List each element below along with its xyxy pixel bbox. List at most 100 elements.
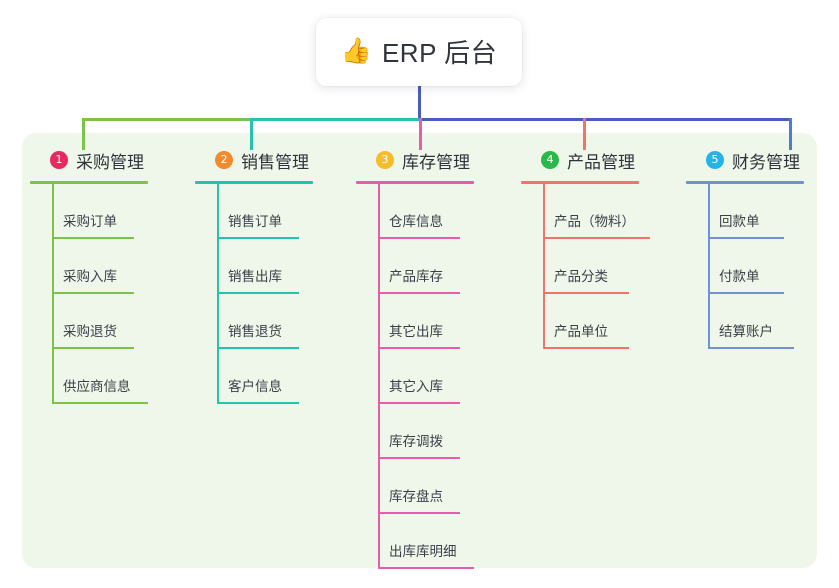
list-item-underline (52, 292, 134, 294)
column-items: 采购订单采购入库采购退货供应商信息 (30, 184, 148, 404)
column-title: 库存管理 (402, 152, 470, 172)
connector-drop-5 (789, 118, 792, 150)
list-item-label: 采购订单 (63, 214, 117, 229)
root-node-card[interactable]: 👍 ERP 后台 (316, 18, 522, 86)
list-item-underline (217, 292, 299, 294)
list-item-label: 销售退货 (228, 324, 282, 339)
list-item-underline (378, 347, 460, 349)
list-item[interactable]: 供应商信息 (30, 349, 148, 404)
connector-drop-4 (583, 118, 586, 150)
column-4: 4 产品管理产品（物料） 产品分类产品单位 (521, 147, 650, 349)
list-item-label: 产品分类 (554, 269, 608, 284)
column-spine-line (378, 184, 380, 569)
connector-bar-segment-3 (419, 118, 790, 121)
list-item-underline (378, 292, 460, 294)
column-spine-line (52, 184, 54, 404)
root-node-title: ERP 后台 (381, 37, 498, 68)
list-item-label: 采购入库 (63, 269, 117, 284)
list-item[interactable]: 产品分类 (521, 239, 639, 294)
column-items: 销售订单销售出库销售退货客户信息 (195, 184, 313, 404)
column-header-1[interactable]: 1 采购管理 (30, 147, 148, 173)
column-spine-line (217, 184, 219, 404)
list-item[interactable]: 其它入库 (356, 349, 474, 404)
list-item-label: 库存调拨 (389, 434, 443, 449)
list-item-underline (708, 237, 784, 239)
list-item[interactable]: 采购订单 (30, 184, 148, 239)
connector-bar-segment-2 (250, 118, 419, 121)
column-number-badge: 1 (50, 151, 68, 169)
column-spine-line (708, 184, 710, 349)
list-item-underline (378, 402, 460, 404)
list-item-underline (378, 567, 474, 569)
list-item-underline (543, 292, 629, 294)
list-item-label: 销售订单 (228, 214, 282, 229)
column-header-5[interactable]: 5 财务管理 (686, 147, 804, 173)
list-item[interactable]: 采购退货 (30, 294, 148, 349)
list-item-label: 产品单位 (554, 324, 608, 339)
list-item[interactable]: 销售出库 (195, 239, 313, 294)
column-items: 回款单付款单结算账户 (686, 184, 804, 349)
columns-panel (22, 133, 817, 568)
column-title: 财务管理 (732, 152, 800, 172)
list-item[interactable]: 客户信息 (195, 349, 313, 404)
connector-drop-2 (250, 118, 253, 150)
column-header-4[interactable]: 4 产品管理 (521, 147, 639, 173)
column-5: 5 财务管理回款单付款单结算账户 (686, 147, 804, 349)
list-item[interactable]: 其它出库 (356, 294, 474, 349)
column-1: 1 采购管理采购订单采购入库采购退货供应商信息 (30, 147, 148, 404)
list-item-label: 产品库存 (389, 269, 443, 284)
list-item-underline (217, 402, 299, 404)
column-title-underline (30, 181, 148, 184)
list-item-label: 仓库信息 (389, 214, 443, 229)
list-item-underline (543, 237, 650, 239)
list-item[interactable]: 产品（物料） (521, 184, 650, 239)
column-2: 2 销售管理销售订单销售出库销售退货客户信息 (195, 147, 313, 404)
list-item-underline (52, 402, 148, 404)
list-item-label: 付款单 (719, 269, 760, 284)
connector-drop-3 (419, 118, 422, 150)
list-item-label: 其它入库 (389, 379, 443, 394)
column-number-badge: 5 (706, 151, 724, 169)
connector-drop-1 (82, 118, 85, 150)
column-title: 销售管理 (241, 152, 309, 172)
column-title-underline (521, 181, 639, 184)
list-item[interactable]: 销售订单 (195, 184, 313, 239)
list-item[interactable]: 产品单位 (521, 294, 639, 349)
column-spine-line (543, 184, 545, 349)
column-title-underline (686, 181, 804, 184)
list-item-label: 回款单 (719, 214, 760, 229)
list-item-underline (217, 347, 299, 349)
list-item[interactable]: 采购入库 (30, 239, 148, 294)
list-item-underline (378, 512, 460, 514)
column-title: 采购管理 (76, 152, 144, 172)
list-item[interactable]: 产品库存 (356, 239, 474, 294)
list-item-label: 销售出库 (228, 269, 282, 284)
list-item-underline (217, 237, 299, 239)
list-item[interactable]: 付款单 (686, 239, 804, 294)
list-item[interactable]: 回款单 (686, 184, 804, 239)
column-number-badge: 2 (215, 151, 233, 169)
list-item[interactable]: 库存盘点 (356, 459, 474, 514)
column-number-badge: 4 (541, 151, 559, 169)
list-item-label: 供应商信息 (63, 379, 131, 394)
root-node-content: 👍 ERP 后台 (341, 33, 497, 70)
column-header-2[interactable]: 2 销售管理 (195, 147, 313, 173)
column-items: 仓库信息产品库存其它出库其它入库库存调拨库存盘点出库库明细 (356, 184, 474, 569)
list-item-label: 客户信息 (228, 379, 282, 394)
list-item-underline (52, 237, 134, 239)
column-title-underline (356, 181, 474, 184)
list-item[interactable]: 结算账户 (686, 294, 804, 349)
list-item-label: 其它出库 (389, 324, 443, 339)
list-item-underline (52, 347, 134, 349)
column-header-3[interactable]: 3 库存管理 (356, 147, 474, 173)
list-item[interactable]: 库存调拨 (356, 404, 474, 459)
list-item-underline (378, 237, 460, 239)
list-item[interactable]: 出库库明细 (356, 514, 474, 569)
column-number-badge: 3 (376, 151, 394, 169)
column-title: 产品管理 (567, 152, 635, 172)
list-item[interactable]: 销售退货 (195, 294, 313, 349)
list-item-underline (708, 292, 784, 294)
list-item[interactable]: 仓库信息 (356, 184, 474, 239)
column-items: 产品（物料） 产品分类产品单位 (521, 184, 650, 349)
